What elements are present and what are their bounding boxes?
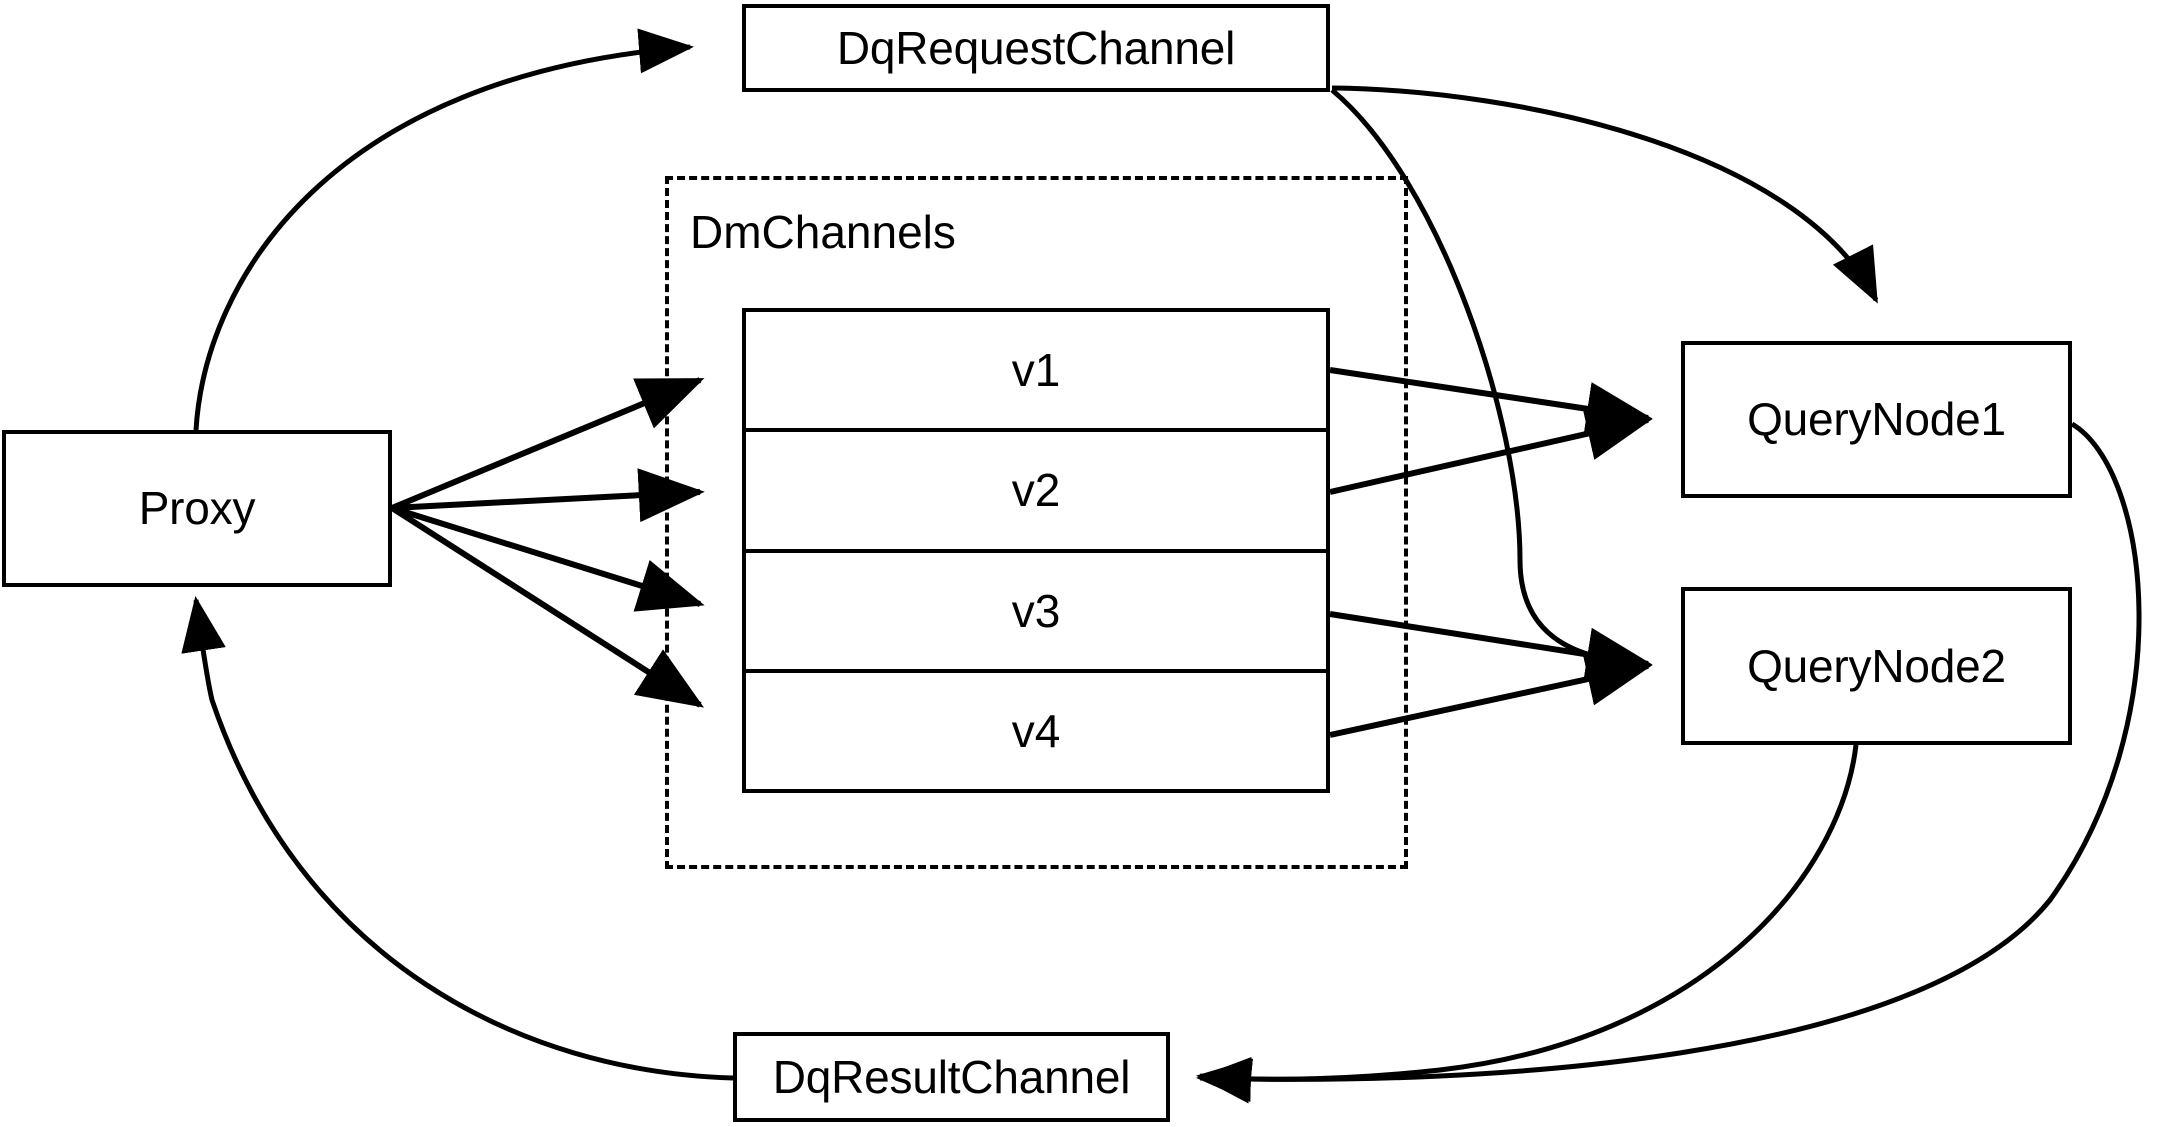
dm-channels-group-label: DmChannels [690,206,956,258]
vchannel-label-v1: v1 [1011,344,1061,397]
edge-dqrequestchannel-to-querynode1 [1331,85,1879,304]
edge-v4-to-querynode2 [1329,652,1653,738]
node-query-node-1-label: QueryNode1 [1747,393,2006,446]
vchannel-row-v2[interactable]: v2 [746,428,1326,549]
vchannel-label-v2: v2 [1011,464,1061,517]
node-dq-result-channel[interactable]: DqResultChannel [733,1032,1170,1122]
edge-proxy-to-v2 [391,468,705,523]
edge-v2-to-querynode1 [1329,407,1653,495]
node-query-node-2[interactable]: QueryNode2 [1681,587,2072,745]
vchannel-label-v4: v4 [1011,704,1061,757]
vchannel-row-v4[interactable]: v4 [746,668,1326,789]
edge-querynode1-to-dqresultchannel [1196,421,2142,1102]
node-proxy-label: Proxy [138,482,256,535]
edge-proxy-to-v4 [390,505,705,708]
dm-channels-group [665,176,1408,869]
vchannel-label-v3: v3 [1011,584,1061,637]
vchannel-row-v3[interactable]: v3 [746,548,1326,669]
node-proxy[interactable]: Proxy [2,430,392,587]
node-query-node-2-label: QueryNode2 [1747,639,2006,692]
node-dq-request-channel-label: DqRequestChannel [836,21,1236,74]
edge-proxy-to-v3 [391,505,705,612]
vchannel-table: v1 v2 v3 v4 [742,308,1330,793]
edge-querynode2-to-dqresultchannel [1196,744,1859,1104]
node-dq-request-channel[interactable]: DqRequestChannel [742,4,1330,92]
vchannel-row-v1[interactable]: v1 [746,312,1326,429]
edge-proxy-to-v1 [390,377,705,511]
node-dq-result-channel-label: DqResultChannel [772,1050,1131,1103]
edge-proxy-to-dqrequestchannel [193,28,694,431]
node-query-node-1[interactable]: QueryNode1 [1681,341,2072,498]
edge-dqrequestchannel-to-querynode2 [1330,88,1652,684]
edge-dqresultchannel-to-proxy [181,596,734,1081]
